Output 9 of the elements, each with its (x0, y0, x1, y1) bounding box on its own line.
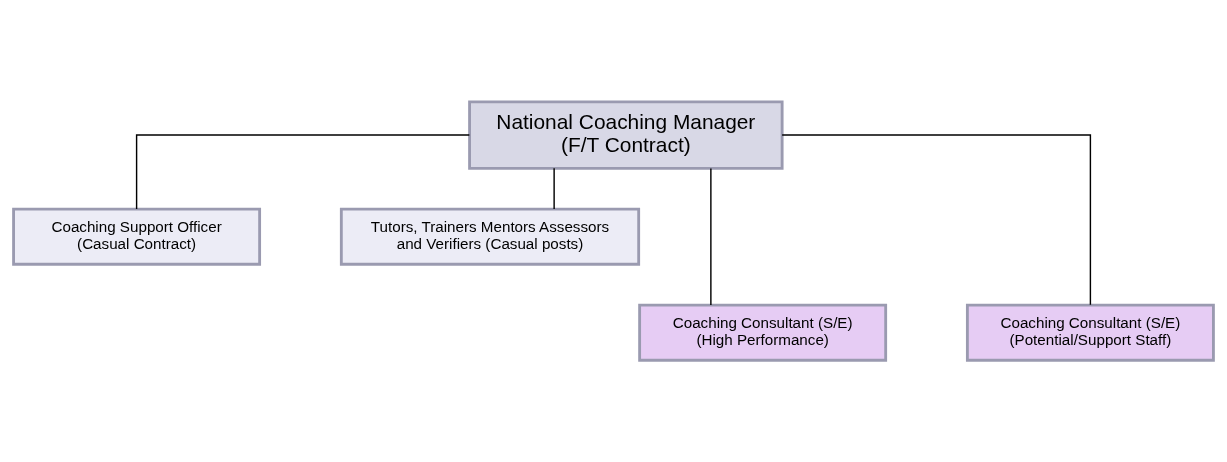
node-box: National Coaching Manager (F/T Contract) (468, 100, 784, 170)
node-box: Coaching Support Officer (Casual Contract) (12, 207, 262, 266)
connector (553, 167, 555, 210)
node-box: Coaching Consultant (S/E) (High Performance) (638, 303, 888, 362)
connector (135, 134, 471, 210)
node-box: Tutors, Trainers Mentors Assessors and Verifiers (Casual posts) (339, 207, 641, 266)
connector (710, 167, 712, 306)
node-box: Coaching Consultant (S/E) (Potential/Support Staff) (965, 303, 1215, 362)
connector (781, 134, 1092, 306)
